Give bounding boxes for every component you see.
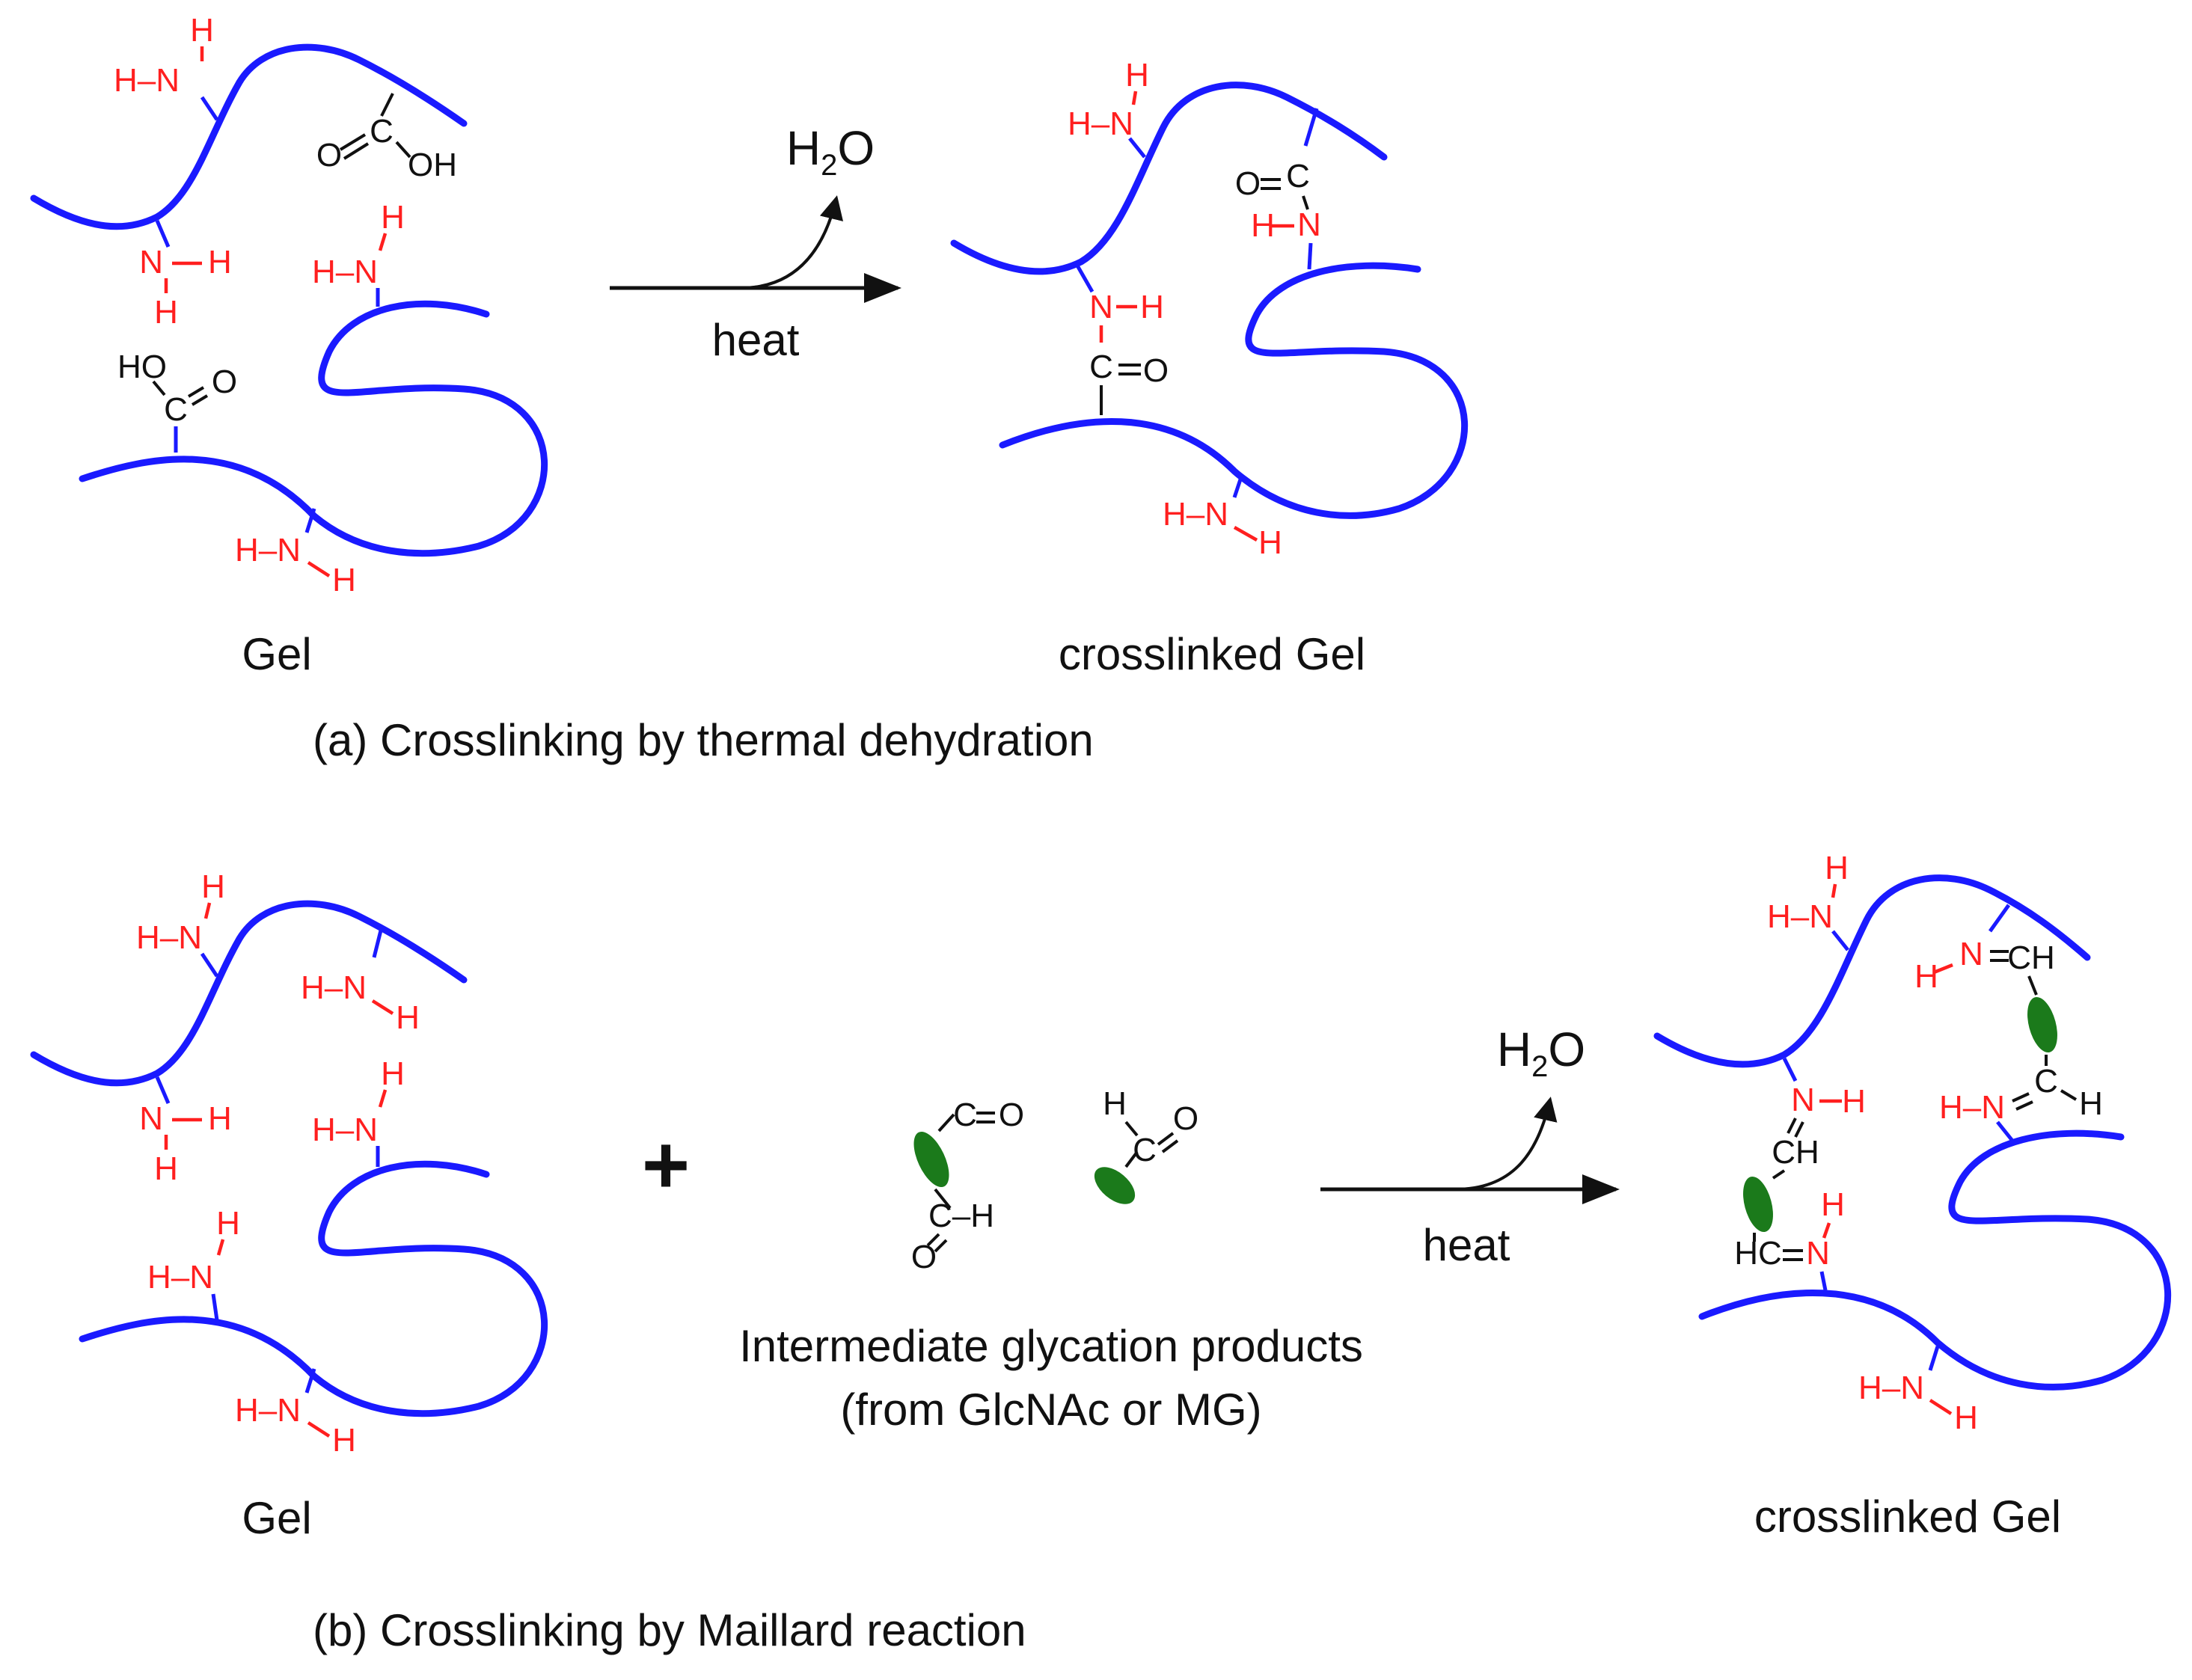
svg-text:H–N: H–N [1939, 1089, 2005, 1126]
gel-product-a: H H–N C O N H N H C O [950, 57, 1469, 561]
svg-text:HC: HC [1734, 1235, 1782, 1272]
svg-text:H: H [201, 868, 225, 905]
svg-text:H: H [154, 1150, 178, 1187]
svg-text:N: N [1791, 1082, 1815, 1118]
svg-text:N: N [1297, 206, 1321, 243]
svg-text:H: H [154, 294, 178, 331]
svg-text:H: H [1140, 289, 1164, 325]
svg-text:H–N: H–N [1068, 105, 1133, 142]
svg-text:H: H [1821, 1186, 1845, 1223]
svg-text:C: C [953, 1097, 977, 1133]
svg-text:N: N [1959, 936, 1983, 972]
svg-text:H: H [332, 1422, 356, 1459]
svg-text:CH: CH [1772, 1134, 1819, 1171]
glycation-bridge-left [1743, 1177, 1773, 1232]
svg-text:H–N: H–N [1858, 1370, 1924, 1406]
svg-text:OH: OH [408, 147, 457, 183]
crosslinked-gel-label-b: crosslinked Gel [1754, 1492, 2061, 1542]
svg-text:H–N: H–N [235, 1392, 301, 1429]
svg-text:H: H [208, 1100, 232, 1137]
svg-text:H: H [1103, 1085, 1127, 1122]
svg-text:H–N: H–N [114, 62, 180, 99]
svg-text:H: H [1954, 1400, 1978, 1436]
svg-text:C: C [370, 113, 394, 150]
reaction-arrow-a: H2O heat [610, 121, 901, 365]
water-release-arrow [740, 195, 844, 289]
svg-text:O: O [1173, 1100, 1198, 1137]
svg-text:H: H [332, 562, 356, 598]
svg-text:C: C [1089, 349, 1113, 385]
svg-text:HO: HO [117, 349, 167, 385]
arrow-label-heat: heat [1423, 1220, 1510, 1270]
gel-product-b: H H–N N H CH C H H–N N H [1653, 850, 2172, 1436]
gel-label-b: Gel [242, 1493, 311, 1543]
svg-text:H–N: H–N [1767, 898, 1833, 935]
svg-text:O: O [316, 137, 342, 174]
svg-text:C: C [1286, 158, 1310, 194]
glycation-residue-2 [1094, 1167, 1136, 1204]
reaction-arrow-b: H2O heat [1320, 1023, 1620, 1270]
svg-text:H: H [1825, 850, 1849, 886]
crosslinked-gel-label-a: crosslinked Gel [1059, 629, 1365, 679]
svg-text:N: N [139, 1100, 163, 1137]
svg-text:N: N [139, 244, 163, 280]
svg-text:O: O [999, 1097, 1024, 1133]
svg-text:N: N [1806, 1235, 1830, 1272]
svg-text:H: H [381, 1055, 405, 1092]
water-byproduct: H2O [786, 121, 875, 182]
polymer-chain-lower [79, 1160, 548, 1417]
svg-text:C–H: C–H [928, 1198, 994, 1234]
svg-text:H: H [1251, 207, 1275, 244]
svg-text:H: H [396, 999, 420, 1036]
svg-text:O: O [1143, 352, 1169, 389]
gel-label-a: Gel [242, 629, 311, 679]
svg-text:H–N: H–N [136, 919, 202, 956]
svg-text:H–N: H–N [147, 1259, 213, 1296]
glycation-bridge-right [2027, 997, 2057, 1052]
svg-text:O: O [911, 1239, 937, 1275]
arrow-label-heat: heat [712, 315, 800, 365]
polymer-chain-lower [1698, 1129, 2172, 1391]
panel-b: H H–N H–N H N H H H H–N H H–N [30, 850, 2172, 1655]
svg-text:H: H [1914, 958, 1938, 995]
gel-reactant-a: H H–N C O OH N H H H H–N C [30, 12, 548, 598]
svg-text:H: H [190, 12, 214, 49]
polymer-chain-upper [30, 43, 468, 230]
intermediate-label-line2: (from GlcNAc or MG) [840, 1385, 1261, 1435]
svg-text:H: H [1258, 524, 1282, 561]
svg-text:H–N: H–N [312, 254, 378, 290]
svg-text:H–N: H–N [301, 969, 367, 1006]
svg-text:H: H [208, 244, 232, 280]
svg-text:C: C [164, 391, 188, 428]
polymer-chain-lower [999, 262, 1469, 519]
svg-text:H: H [216, 1205, 240, 1242]
plus-sign: + [642, 1119, 690, 1211]
svg-text:H–N: H–N [235, 532, 301, 568]
polymer-chain-upper [950, 82, 1388, 275]
svg-text:C: C [1133, 1132, 1157, 1168]
svg-text:H: H [1842, 1083, 1866, 1120]
caption-b: (b) Crosslinking by Maillard reaction [313, 1605, 1026, 1655]
intermediate-label-line1: Intermediate glycation products [739, 1321, 1363, 1371]
svg-text:N: N [1089, 289, 1113, 325]
svg-text:H–N: H–N [312, 1112, 378, 1148]
polymer-chain-upper [1653, 874, 2091, 1068]
svg-text:H: H [1125, 57, 1149, 93]
water-byproduct: H2O [1497, 1023, 1585, 1083]
polymer-chain-lower [79, 300, 548, 557]
gel-reactant-b: H H–N H–N H N H H H H–N H H–N [30, 868, 548, 1459]
svg-text:H: H [381, 199, 405, 236]
svg-text:H–N: H–N [1163, 496, 1228, 533]
svg-text:C: C [2034, 1063, 2058, 1100]
caption-a: (a) Crosslinking by thermal dehydration [313, 715, 1094, 765]
svg-text:CH: CH [2007, 939, 2055, 976]
panel-a: H H–N C O OH N H H H H–N C [30, 12, 1469, 765]
svg-text:O: O [212, 364, 237, 400]
glycation-residue-1 [913, 1131, 949, 1188]
glycation-intermediates: C O C–H O C O H Intermediate glycation p… [739, 1085, 1363, 1435]
svg-text:O: O [1235, 165, 1261, 202]
water-release-arrow [1454, 1097, 1558, 1191]
svg-text:H: H [2079, 1085, 2103, 1122]
